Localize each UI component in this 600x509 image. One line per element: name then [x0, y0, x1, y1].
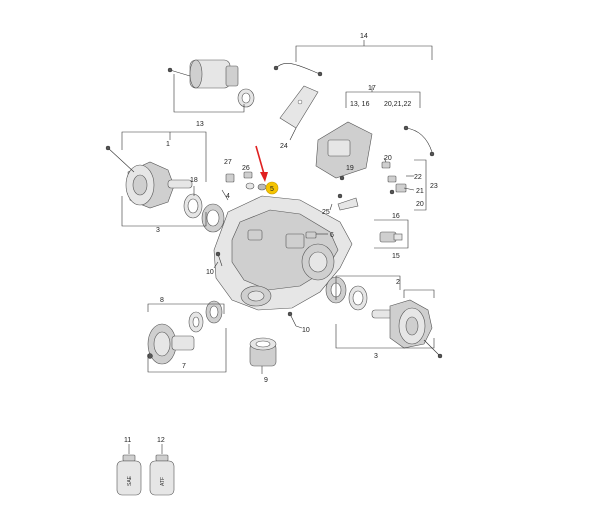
label-19: 19: [346, 165, 354, 172]
red-arrow-indicator: [255, 145, 268, 182]
highlighted-part-5: [257, 183, 267, 191]
bottle-sae-text: SAE: [127, 475, 133, 486]
label-22: 22: [414, 174, 422, 181]
label-20-21-22: 20,21,22: [384, 101, 411, 108]
label-27: 27: [224, 159, 232, 166]
label-18: 18: [190, 177, 198, 184]
label-6: 6: [330, 232, 334, 239]
label-1: 1: [166, 141, 170, 148]
seal-ring-left: [183, 193, 225, 233]
bottle-atf-text: ATF: [160, 477, 166, 486]
right-output-flange: [325, 276, 443, 359]
leader-lines: [121, 40, 435, 374]
highlight-badge-5: 5: [265, 181, 279, 195]
actuator-motor: [167, 59, 255, 108]
drive-pinion-flange: [147, 300, 223, 365]
left-output-flange: [105, 145, 193, 209]
label-9: 9: [264, 377, 268, 384]
label-26: 26: [242, 165, 250, 172]
label-13-16: 13, 16: [350, 101, 370, 108]
label-21: 21: [416, 188, 424, 195]
label-8: 8: [160, 297, 164, 304]
label-12: 12: [157, 437, 165, 444]
breather-hoses: [273, 63, 435, 157]
label-13: 13: [196, 121, 204, 128]
label-15: 15: [392, 253, 400, 260]
differential-housing: [213, 195, 353, 311]
connector-plug: [379, 231, 403, 243]
part-number-labels: 14 17 13, 16 20,21,22 13 24 1 27 26 18 1…: [156, 33, 438, 384]
label-3-left: 3: [156, 227, 160, 234]
label-20-top: 20: [384, 155, 392, 162]
label-24: 24: [280, 143, 288, 150]
label-14: 14: [360, 33, 368, 40]
oil-bottle-12: 12 ATF: [149, 437, 175, 496]
label-7: 7: [182, 363, 186, 370]
bearing-sleeve: [249, 337, 277, 367]
label-3-right: 3: [374, 353, 378, 360]
label-25: 25: [322, 209, 330, 216]
label-23: 23: [430, 183, 438, 190]
small-fasteners: [215, 171, 359, 327]
label-17: 17: [368, 85, 376, 92]
label-20-bottom: 20: [416, 201, 424, 208]
label-2: 2: [396, 279, 400, 286]
label-10-left: 10: [206, 269, 214, 276]
label-5: 5: [270, 186, 274, 193]
mounting-bracket: [279, 85, 319, 129]
control-unit: [315, 121, 373, 181]
sensor-fittings: [381, 161, 407, 195]
label-16: 16: [392, 213, 400, 220]
oil-bottle-11: 11 SAE: [116, 437, 142, 496]
label-4: 4: [226, 193, 230, 200]
label-10-right: 10: [302, 327, 310, 334]
label-11: 11: [124, 437, 131, 444]
